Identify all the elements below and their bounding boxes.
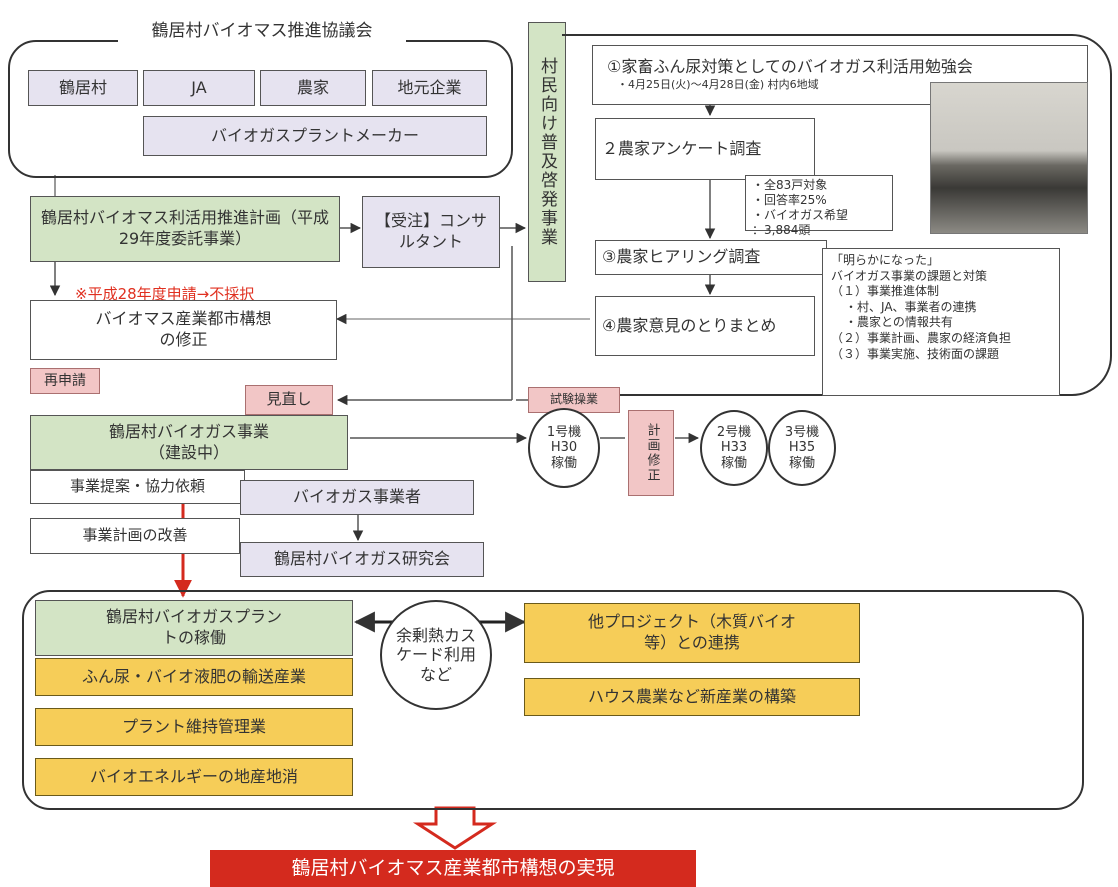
study-item-1-date: ・4月25日(火)～4月28日(金) 村内6地域 <box>617 78 819 92</box>
unit-3-line: 3号機 <box>784 424 820 440</box>
unit-3-line: H35 <box>788 440 816 456</box>
unit-1-line: H30 <box>550 440 578 456</box>
new-industry-box: ハウス農業など新産業の構築 <box>524 678 860 716</box>
council-member-village: 鶴居村 <box>28 70 138 106</box>
improve-box: 事業計画の改善 <box>30 518 240 554</box>
stat-line: ・回答率25% <box>752 193 827 207</box>
cascade-circle: 余剰熱カスケード利用など <box>380 600 492 710</box>
outreach-label: 村民向け普及啓発事業 <box>528 22 566 282</box>
proposal-box: 事業提案・協力依頼 <box>30 470 245 504</box>
council-frame <box>8 40 513 178</box>
council-plant-maker: バイオガスプラントメーカー <box>143 116 487 156</box>
stat-line: ・バイオガス希望 <box>752 208 849 222</box>
council-member-ja: JA <box>143 70 255 106</box>
stat-line: ：3,884頭 <box>752 223 811 237</box>
study-item-2: ２農家アンケート調査 <box>595 118 815 180</box>
study-photo <box>930 82 1088 234</box>
research-box: 鶴居村バイオガス研究会 <box>240 542 484 577</box>
council-member-local-companies: 地元企業 <box>372 70 487 106</box>
findings-line: 「明らかになった」 <box>831 253 940 267</box>
findings-line: ・農家との情報共有 <box>845 315 953 330</box>
operator-box: バイオガス事業者 <box>240 480 474 515</box>
unit-2-line: 2号機 <box>716 424 752 440</box>
study-item-1-title: ①家畜ふん尿対策としてのバイオガス利活用勉強会 <box>607 57 973 77</box>
biogas-project-box: 鶴居村バイオガス事業（建設中） <box>30 415 348 470</box>
red-note: ※平成28年度申請→不採択 <box>75 285 255 303</box>
plant-operation-box: 鶴居村バイオガスプラントの稼働 <box>35 600 353 656</box>
stat-line: ・全83戸対象 <box>752 178 828 192</box>
plant-maintenance-box: プラント維持管理業 <box>35 708 353 746</box>
unit-1-line: 1号機 <box>546 424 582 440</box>
findings-line: （２）事業計画、農家の経済負担 <box>831 330 1012 345</box>
transport-industry-box: ふん尿・バイオ液肥の輸送産業 <box>35 658 353 696</box>
reapply-label: 再申請 <box>30 368 100 394</box>
review-label: 見直し <box>245 385 333 415</box>
consultant-box: 【受注】コンサルタント <box>362 196 500 268</box>
goal-arrow-icon <box>412 806 498 850</box>
findings-line: （１）事業推進体制 <box>831 284 940 299</box>
plan-box: 鶴居村バイオマス利活用推進計画（平成29年度委託事業） <box>30 196 340 262</box>
unit-1-line: 稼働 <box>550 455 577 471</box>
study-item-4: ④農家意見のとりまとめ <box>595 296 815 356</box>
outcome-frame <box>22 590 1084 810</box>
unit-2-line: H33 <box>720 440 748 456</box>
council-member-farmers: 農家 <box>260 70 366 106</box>
unit-3-line: 稼働 <box>788 455 815 471</box>
unit-2-line: 稼働 <box>720 455 747 471</box>
vision-fix-box: バイオマス産業都市構想の修正 <box>30 300 337 360</box>
plan-revision-label: 計画修正 <box>628 410 674 496</box>
findings-box: 「明らかになった」 バイオガス事業の課題と対策 （１）事業推進体制 ・村、JA、… <box>822 248 1060 396</box>
findings-line: ・村、JA、事業者の連携 <box>845 299 977 314</box>
other-project-box: 他プロジェクト（木質バイオ等）との連携 <box>524 603 860 663</box>
study-item-3: ③農家ヒアリング調査 <box>595 240 827 275</box>
local-energy-box: バイオエネルギーの地産地消 <box>35 758 353 796</box>
council-title: 鶴居村バイオマス推進協議会 <box>118 14 406 48</box>
study-stats: ・全83戸対象 ・回答率25% ・バイオガス希望 ：3,884頭 <box>745 175 893 237</box>
goal-banner: 鶴居村バイオマス産業都市構想の実現 <box>210 850 696 887</box>
findings-line: バイオガス事業の課題と対策 <box>831 268 988 283</box>
findings-line: （３）事業実施、技術面の課題 <box>831 346 1000 361</box>
